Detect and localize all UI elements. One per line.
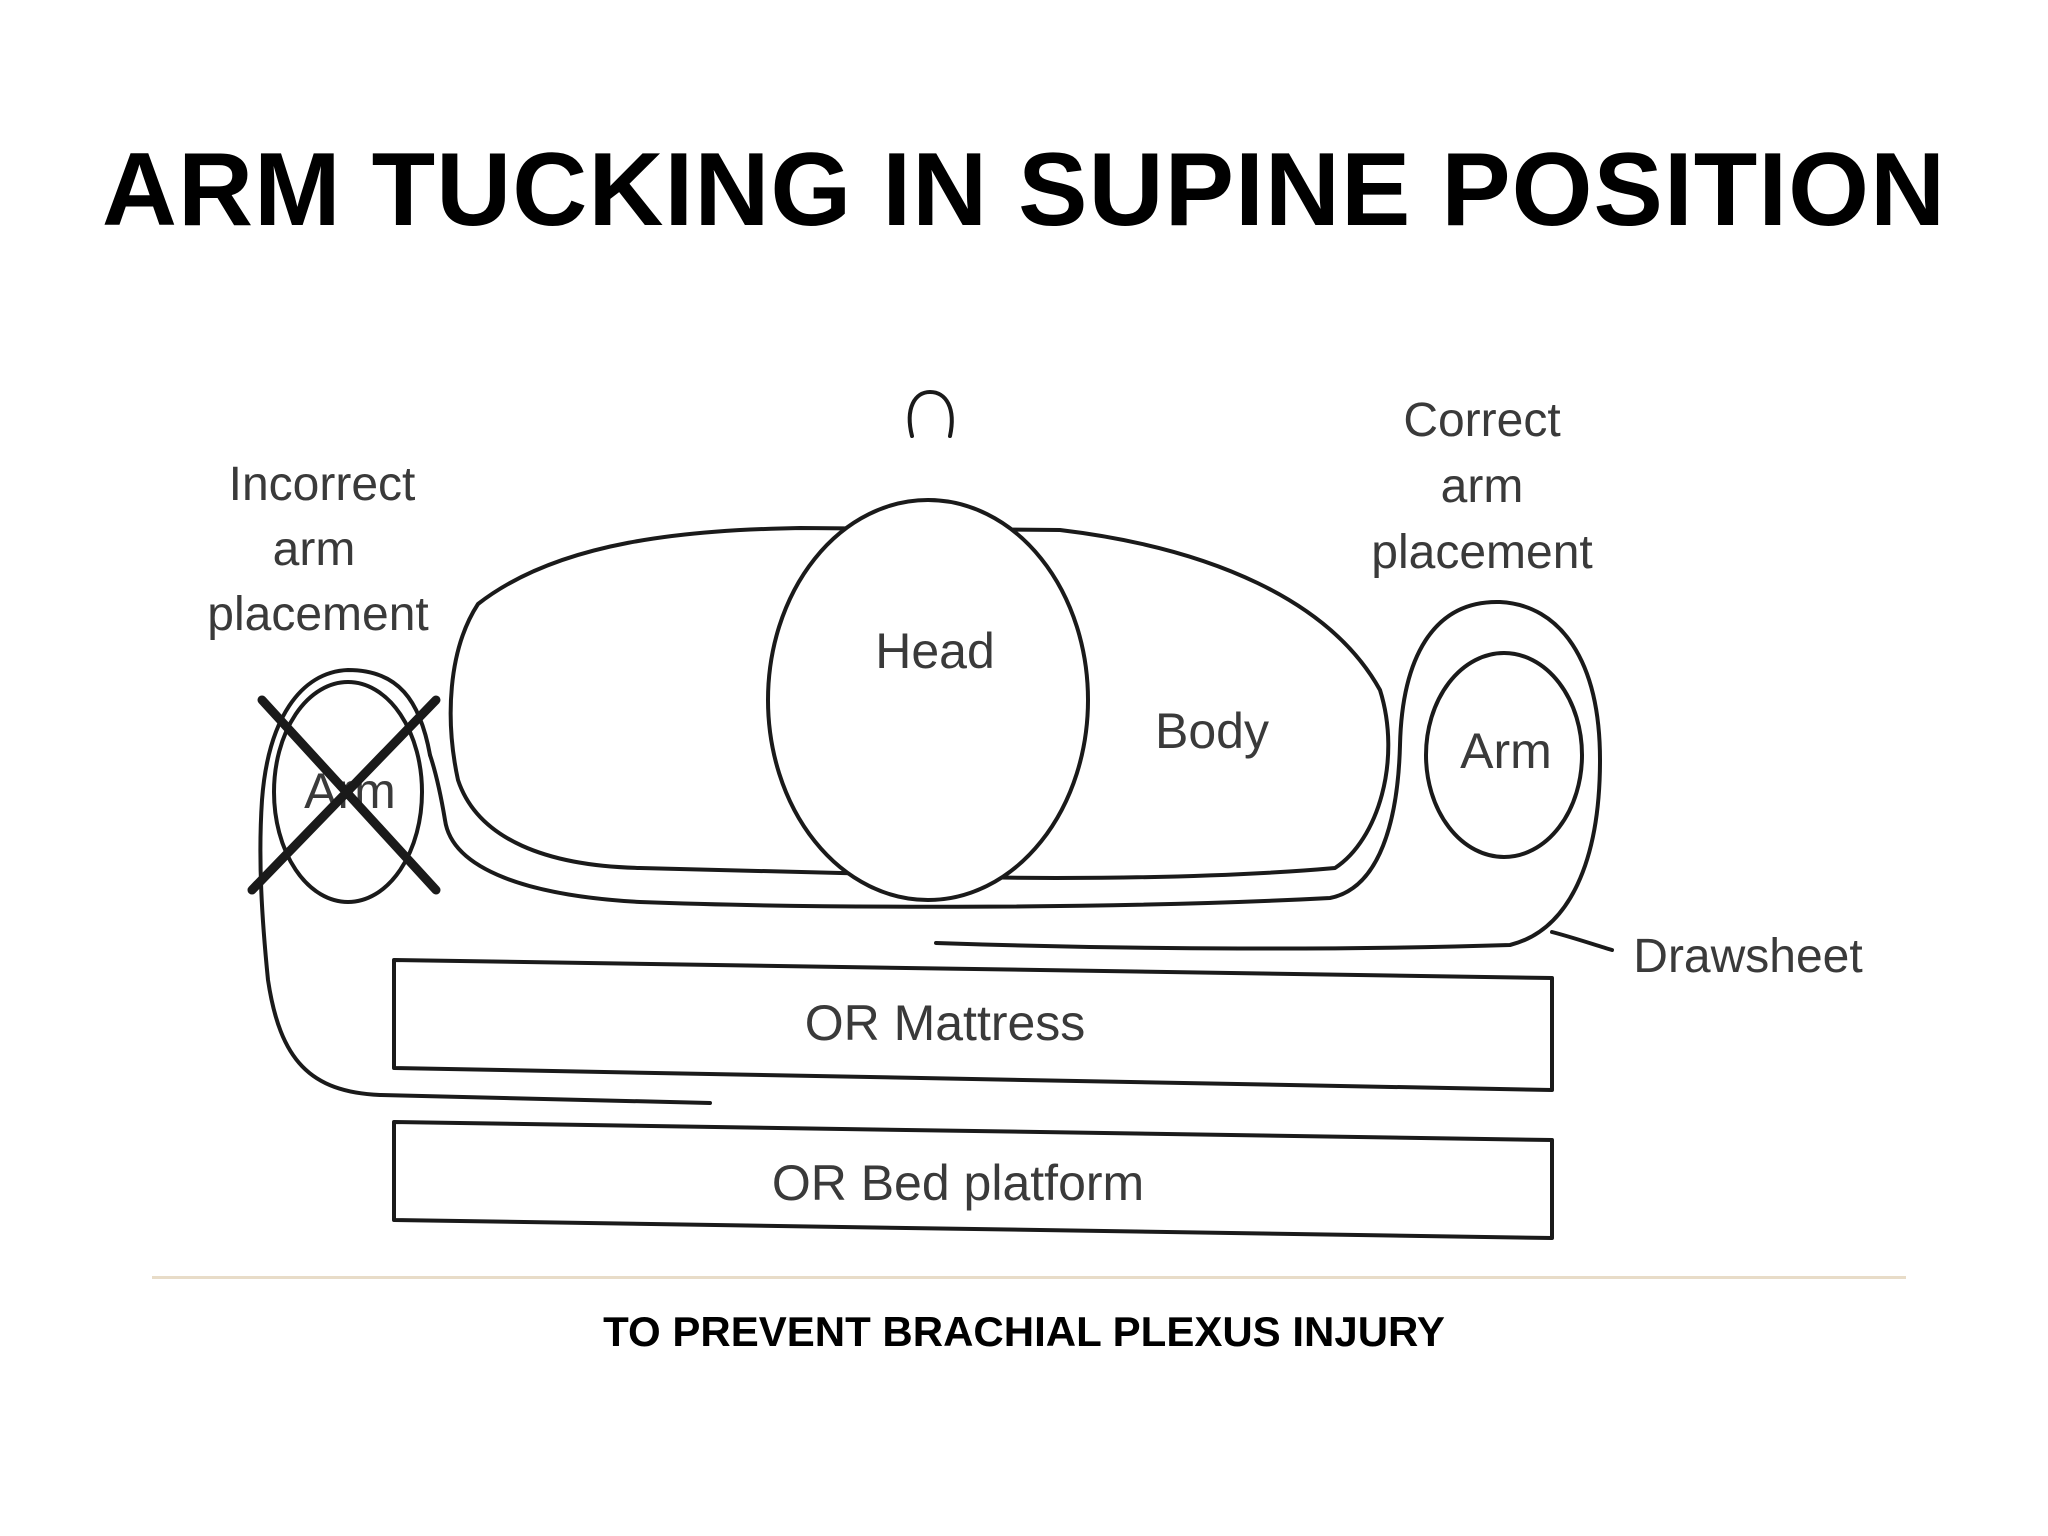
or-bed-platform-shape xyxy=(392,1120,1554,1240)
incorrect-arm-shape xyxy=(272,680,424,904)
x-cross-icon xyxy=(247,695,441,895)
incorrect-placement-line3: placement xyxy=(207,588,428,641)
head-label: Head xyxy=(875,623,995,679)
slide-title: ARM TUCKING IN SUPINE POSITION xyxy=(101,132,1947,248)
or-bed-platform-label: OR Bed platform xyxy=(772,1155,1144,1211)
or-mattress-label: OR Mattress xyxy=(805,995,1086,1051)
correct-arm-shape xyxy=(1424,651,1584,859)
incorrect-placement-line1: Incorrect xyxy=(229,458,416,511)
drawsheet-incorrect-wrap xyxy=(258,668,712,1105)
or-mattress-shape xyxy=(392,958,1554,1092)
divider-line xyxy=(152,1276,1906,1279)
correct-placement-line3: placement xyxy=(1371,526,1592,579)
drawsheet-label: Drawsheet xyxy=(1633,930,1862,983)
correct-placement-line2: arm xyxy=(1441,460,1524,513)
incorrect-placement-line2: arm xyxy=(273,523,356,576)
correct-arm-label: Arm xyxy=(1460,723,1552,779)
body-shape xyxy=(448,526,1391,880)
head-shape xyxy=(766,498,1090,902)
body-label: Body xyxy=(1155,703,1269,759)
correct-placement-line1: Correct xyxy=(1403,394,1560,447)
slide-caption: TO PREVENT BRACHIAL PLEXUS INJURY xyxy=(603,1308,1445,1355)
drawsheet-leader xyxy=(1550,930,1614,952)
drawsheet-shape xyxy=(428,599,1602,951)
nose-shape xyxy=(907,390,954,438)
